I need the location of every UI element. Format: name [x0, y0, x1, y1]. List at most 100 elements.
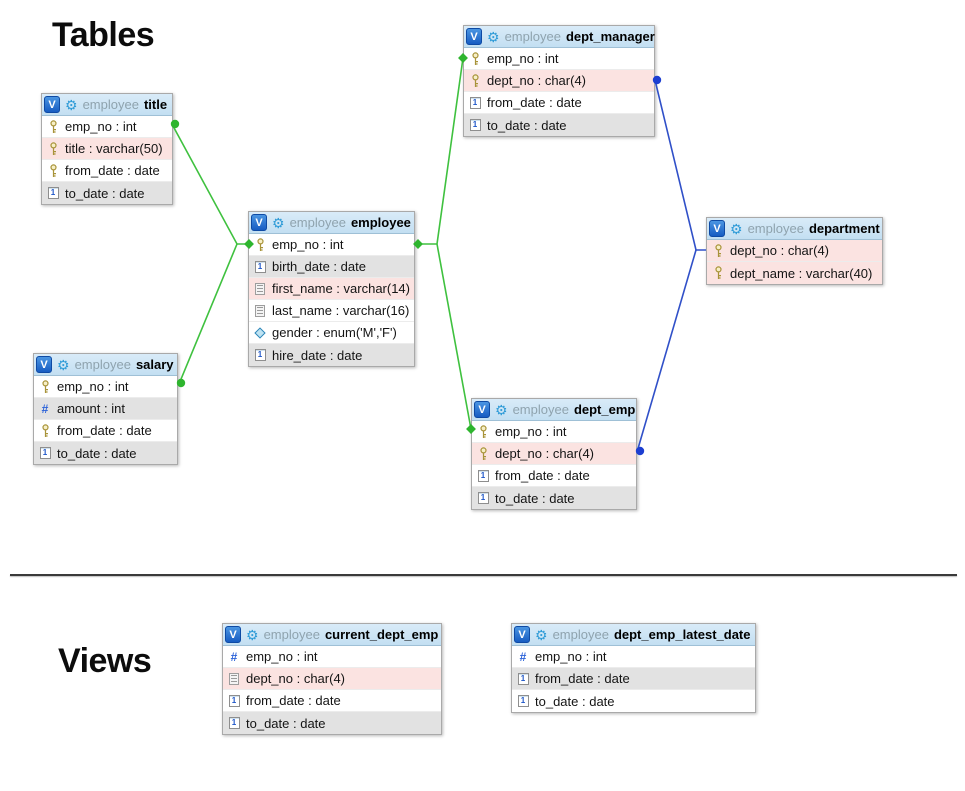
- column-first_name[interactable]: first_name : varchar(14): [249, 278, 414, 300]
- column-emp_no[interactable]: emp_no : int: [34, 376, 177, 398]
- column-last_name[interactable]: last_name : varchar(16): [249, 300, 414, 322]
- key-icon: [477, 424, 489, 439]
- column-emp_no[interactable]: # emp_no : int: [512, 646, 755, 668]
- column-title[interactable]: title : varchar(50): [42, 138, 172, 160]
- column-dept_no[interactable]: dept_no : char(4): [472, 443, 636, 465]
- column-label: hire_date : date: [272, 347, 363, 363]
- gear-icon: ⚙: [272, 214, 285, 231]
- column-dept_no[interactable]: dept_no : char(4): [464, 70, 654, 92]
- date-field-icon: 1: [477, 469, 489, 482]
- gear-icon: ⚙: [487, 28, 500, 45]
- column-dept_name[interactable]: dept_name : varchar(40): [707, 262, 882, 284]
- views-section-title: Views: [58, 642, 152, 680]
- column-label: dept_no : char(4): [495, 446, 595, 461]
- date-field-icon: 1: [254, 349, 266, 361]
- column-gender[interactable]: gender : enum('M','F'): [249, 322, 414, 344]
- v-badge-icon: V: [474, 401, 490, 418]
- relationship-line-blue-6: [636, 249, 697, 453]
- column-hire_date[interactable]: 1 hire_date : date: [249, 344, 414, 366]
- column-label: dept_no : char(4): [487, 73, 587, 88]
- column-label: emp_no : int: [65, 119, 137, 134]
- column-label: emp_no : int: [495, 424, 567, 439]
- schema-name: employee: [82, 97, 139, 112]
- column-label: to_date : date: [495, 490, 575, 506]
- column-emp_no[interactable]: emp_no : int: [249, 234, 414, 256]
- column-emp_no[interactable]: emp_no : int: [42, 116, 172, 138]
- key-icon: [47, 141, 59, 156]
- date-field-icon: 1: [517, 695, 529, 707]
- date-field-icon: 1: [39, 447, 51, 459]
- column-dept_no[interactable]: dept_no : char(4): [707, 240, 882, 262]
- schema-name: employee: [263, 627, 320, 642]
- schema-name: employee: [289, 215, 346, 230]
- column-label: dept_name : varchar(40): [730, 265, 873, 281]
- date-field-icon: 1: [47, 187, 59, 199]
- column-label: amount : int: [57, 401, 125, 416]
- column-emp_no[interactable]: #emp_no : int: [223, 646, 441, 668]
- column-to_date[interactable]: 1 to_date : date: [472, 487, 636, 509]
- column-label: from_date : date: [535, 671, 630, 686]
- column-dept_no[interactable]: dept_no : char(4): [223, 668, 441, 690]
- date-field-icon: 1: [477, 492, 489, 504]
- entity-name: dept_emp: [573, 402, 636, 417]
- gear-icon: ⚙: [65, 96, 78, 113]
- column-from_date[interactable]: from_date : date: [42, 160, 172, 182]
- column-label: dept_no : char(4): [246, 671, 346, 686]
- gear-icon: ⚙: [495, 401, 508, 418]
- column-label: emp_no : int: [246, 649, 318, 664]
- key-icon: [477, 446, 489, 461]
- v-badge-icon: V: [514, 626, 530, 643]
- column-label: dept_no : char(4): [730, 243, 830, 258]
- schema-name: employee: [747, 221, 804, 236]
- text-field-icon: [254, 282, 266, 295]
- key-icon: [39, 423, 51, 438]
- column-amount[interactable]: # amount : int: [34, 398, 177, 420]
- column-from_date[interactable]: from_date : date: [34, 420, 177, 442]
- column-label: from_date : date: [65, 163, 160, 178]
- column-from_date[interactable]: 1 from_date : date: [512, 668, 755, 690]
- date-field-icon: 1: [517, 672, 529, 685]
- section-divider: [10, 574, 957, 576]
- numeric-field-icon: #: [519, 649, 527, 664]
- relationship-line-green-4: [436, 243, 472, 430]
- gear-icon: ⚙: [57, 356, 70, 373]
- column-label: emp_no : int: [535, 649, 607, 664]
- key-icon: [469, 51, 481, 66]
- schema-name: employee: [552, 627, 609, 642]
- v-badge-icon: V: [225, 626, 241, 643]
- numeric-field-icon: #: [41, 401, 49, 416]
- key-icon: [712, 243, 724, 258]
- column-emp_no[interactable]: emp_no : int: [464, 48, 654, 70]
- column-label: birth_date : date: [272, 259, 366, 274]
- column-emp_no[interactable]: emp_no : int: [472, 421, 636, 443]
- text-field-icon: [228, 672, 240, 685]
- column-label: emp_no : int: [57, 379, 129, 394]
- entity-name: salary: [135, 357, 174, 372]
- column-label: emp_no : int: [272, 237, 344, 252]
